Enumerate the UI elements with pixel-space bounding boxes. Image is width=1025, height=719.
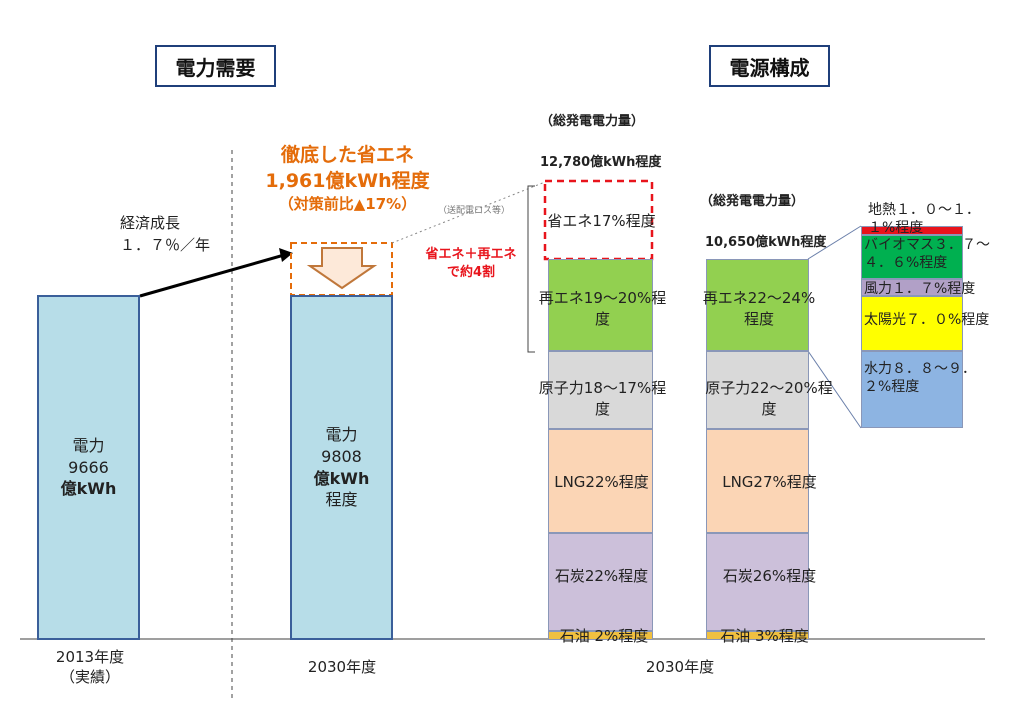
- stackA-segment-label: 原子力18～17%程度: [538, 379, 667, 418]
- stackB-segment: 原子力22～20%程度: [705, 351, 833, 429]
- bar-2013-value: 9666: [68, 457, 109, 477]
- bar-2030-unit: 億kWh: [313, 468, 370, 488]
- growth-arrowhead: [279, 248, 293, 262]
- savings-line3: （対策前比▲17%）: [278, 195, 417, 214]
- stackC-segment-label: 風力１．７%程度: [864, 281, 976, 297]
- x-label-2013-note: （実績）: [59, 667, 120, 686]
- stackA-segment-label: 石油 2%程度: [559, 627, 649, 645]
- x-label-2030-demand: 2030年度: [307, 658, 377, 676]
- savings-line2: 1,961億kWh程度: [265, 169, 430, 192]
- down-arrow-icon: [306, 247, 378, 290]
- x-label-2030-supply: 2030年度: [645, 658, 715, 676]
- x-label-2013: 2013年度 （実績）: [40, 648, 140, 687]
- loss-note: （送配電ロス等）: [438, 206, 511, 216]
- x-label-2013-year: 2013年度: [55, 648, 125, 666]
- bar-2013-label: 電力: [72, 436, 105, 456]
- stackA-segment: 石油 2%程度: [548, 627, 653, 645]
- right-total-value: 10,650億kWh程度: [705, 235, 827, 250]
- savings-line1: 徹底した省エネ: [280, 144, 414, 166]
- stackC-segment: 風力１．７%程度: [861, 279, 975, 297]
- stackA-segment: LNG22%程度: [548, 429, 653, 533]
- stackA-segment: 省エネ17%程度: [547, 181, 655, 259]
- left-total-value: 12,780億kWh程度: [540, 155, 662, 170]
- stackB-segment: 再エネ22～24%程度: [703, 259, 815, 351]
- stackA-segment: 石炭22%程度: [548, 533, 653, 631]
- stackC-segment-label: 太陽光７．０%程度: [864, 312, 990, 328]
- savings-red-box: [543, 179, 654, 261]
- stackA-segment: 再エネ19～20%程度: [539, 259, 666, 351]
- stackC-segment: 地熱１．０～１．１%程度: [861, 202, 980, 236]
- stackB-segment-label: 再エネ22～24%程度: [702, 289, 816, 328]
- growth-note: 経済成長 １．７％／年: [120, 213, 210, 257]
- savings-callout: 徹底した省エネ 1,961億kWh程度 （対策前比▲17%）: [240, 143, 455, 215]
- breakdown-connector-top: [807, 225, 862, 260]
- stackC-segment-label: 水力８．８～９．２%程度: [864, 361, 976, 396]
- stackC-segment-label: 地熱１．０～１．１%程度: [868, 202, 980, 237]
- stackB-segment: 石炭26%程度: [706, 533, 816, 631]
- stackA-segment: 原子力18～17%程度: [539, 351, 666, 429]
- stackB-segment: 石油 3%程度: [706, 627, 809, 645]
- combo-note: 省エネ＋再エネ で約4割: [415, 246, 527, 282]
- right-total-header: （総発電電力量）: [700, 194, 805, 209]
- stackA-segment-label: 石炭22%程度: [554, 567, 649, 585]
- combo-note-line2: で約4割: [446, 265, 496, 281]
- bar-2013-unit: 億kWh: [60, 479, 117, 499]
- stackB-segment: LNG27%程度: [706, 429, 817, 533]
- left-total-header: （総発電電力量）: [540, 114, 645, 129]
- stackB-segment-label: 原子力22～20%程度: [705, 379, 833, 418]
- stackC-segment: 太陽光７．０%程度: [861, 296, 989, 351]
- supply-heading: 電源構成: [709, 45, 830, 87]
- demand-heading: 電力需要: [155, 45, 276, 87]
- bar-2030-approx: 程度: [325, 490, 358, 510]
- stackA-segment-label: 再エネ19～20%程度: [538, 289, 667, 328]
- growth-arrow: [139, 253, 285, 298]
- stackA-segment-label: 省エネ17%程度: [547, 212, 656, 230]
- growth-note-line2: １．７％／年: [120, 235, 211, 254]
- stackC-segment-label: バイオマス３．７～４．６%程度: [864, 237, 990, 272]
- bar-2030-label: 電力: [325, 425, 358, 445]
- growth-note-line1: 経済成長: [120, 214, 181, 232]
- stackC-segment: 水力８．８～９．２%程度: [861, 351, 976, 428]
- stackB-segment-label: 石油 3%程度: [720, 627, 809, 645]
- stackB-segment-label: 石炭26%程度: [722, 567, 817, 585]
- breakdown-connector-bottom: [807, 350, 862, 429]
- stackB-segment-label: LNG27%程度: [722, 473, 817, 491]
- stackA-segment-label: LNG22%程度: [554, 473, 649, 491]
- bar-2013: 電力 9666 億kWh: [37, 295, 140, 640]
- bar-2030-value: 9808: [321, 446, 362, 466]
- stackC-segment: バイオマス３．７～４．６%程度: [861, 235, 990, 279]
- bracket: [527, 185, 535, 353]
- bar-2030: 電力 9808 億kWh 程度: [290, 295, 393, 640]
- combo-note-line1: 省エネ＋再エネ: [425, 247, 517, 262]
